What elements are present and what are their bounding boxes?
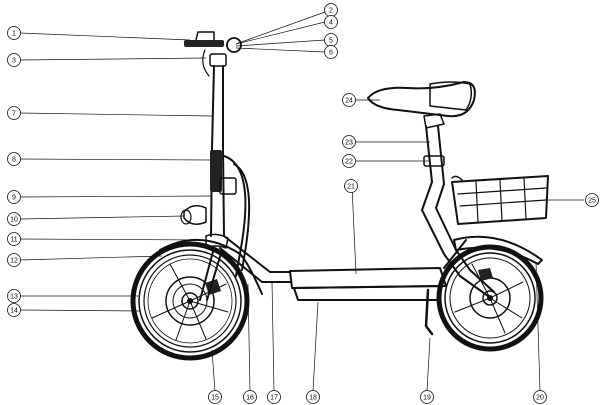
frame-hoop <box>223 155 251 277</box>
callout-2: 2 <box>324 3 338 17</box>
callout-24: 24 <box>342 93 356 107</box>
rear-wheel <box>436 244 544 352</box>
callout-6: 6 <box>324 45 338 59</box>
callout-13: 13 <box>7 289 21 303</box>
callout-22: 22 <box>342 154 356 168</box>
callout-19: 19 <box>420 390 434 404</box>
callout-17: 17 <box>267 390 281 404</box>
callout-16-label: 16 <box>246 395 254 402</box>
callout-1-label: 1 <box>12 31 16 38</box>
callout-7: 7 <box>7 106 21 120</box>
callout-12-label: 12 <box>10 258 18 265</box>
callout-9: 9 <box>7 190 21 204</box>
deck <box>289 267 447 301</box>
callout-20: 20 <box>533 390 547 404</box>
rear-frame <box>421 125 495 297</box>
callout-5: 5 <box>324 33 338 47</box>
callout-10: 10 <box>7 212 21 226</box>
callout-19-label: 19 <box>423 395 431 402</box>
callout-10-label: 10 <box>10 217 18 224</box>
callout-9-label: 9 <box>12 195 16 202</box>
seat <box>367 81 476 129</box>
callout-13-label: 13 <box>10 294 18 301</box>
callout-4: 4 <box>324 15 338 29</box>
callout-11: 11 <box>7 232 21 246</box>
callout-23: 23 <box>342 135 356 149</box>
callout-17-label: 17 <box>270 395 278 402</box>
headlight <box>180 205 207 225</box>
callout-1: 1 <box>7 26 21 40</box>
callout-18: 18 <box>306 390 320 404</box>
callout-20-label: 20 <box>536 395 544 402</box>
callout-23-label: 23 <box>345 140 353 147</box>
controller-box <box>210 150 237 195</box>
callout-8-label: 8 <box>12 157 16 164</box>
callout-8: 8 <box>7 152 21 166</box>
callout-3: 3 <box>7 53 21 67</box>
callout-25-label: 25 <box>588 198 596 205</box>
rear-mudguard <box>453 235 543 265</box>
frame <box>219 235 291 283</box>
callout-25: 25 <box>585 193 599 207</box>
front-wheel <box>130 241 250 361</box>
leader-lines <box>19 11 584 392</box>
callout-21-label: 21 <box>347 184 355 191</box>
callout-22-label: 22 <box>345 159 353 166</box>
callout-5-label: 5 <box>329 38 333 45</box>
kickstand <box>424 288 434 336</box>
callout-2-label: 2 <box>329 8 333 15</box>
callout-24-label: 24 <box>345 98 353 105</box>
callout-11-label: 11 <box>10 237 17 244</box>
callout-3-label: 3 <box>12 58 16 65</box>
callout-14-label: 14 <box>10 308 18 315</box>
callout-4-label: 4 <box>329 20 333 27</box>
handlebar <box>184 31 242 77</box>
callout-6-label: 6 <box>329 50 333 57</box>
callout-16: 16 <box>243 390 257 404</box>
callout-18-label: 18 <box>309 395 317 402</box>
rear-basket <box>451 175 549 225</box>
callout-15-label: 15 <box>211 395 219 402</box>
front-fork <box>199 233 229 301</box>
callout-15: 15 <box>208 390 222 404</box>
callout-14: 14 <box>7 303 21 317</box>
callout-12: 12 <box>7 253 21 267</box>
callout-7-label: 7 <box>12 111 16 118</box>
callout-21: 21 <box>344 179 358 193</box>
steering-column <box>209 53 227 237</box>
